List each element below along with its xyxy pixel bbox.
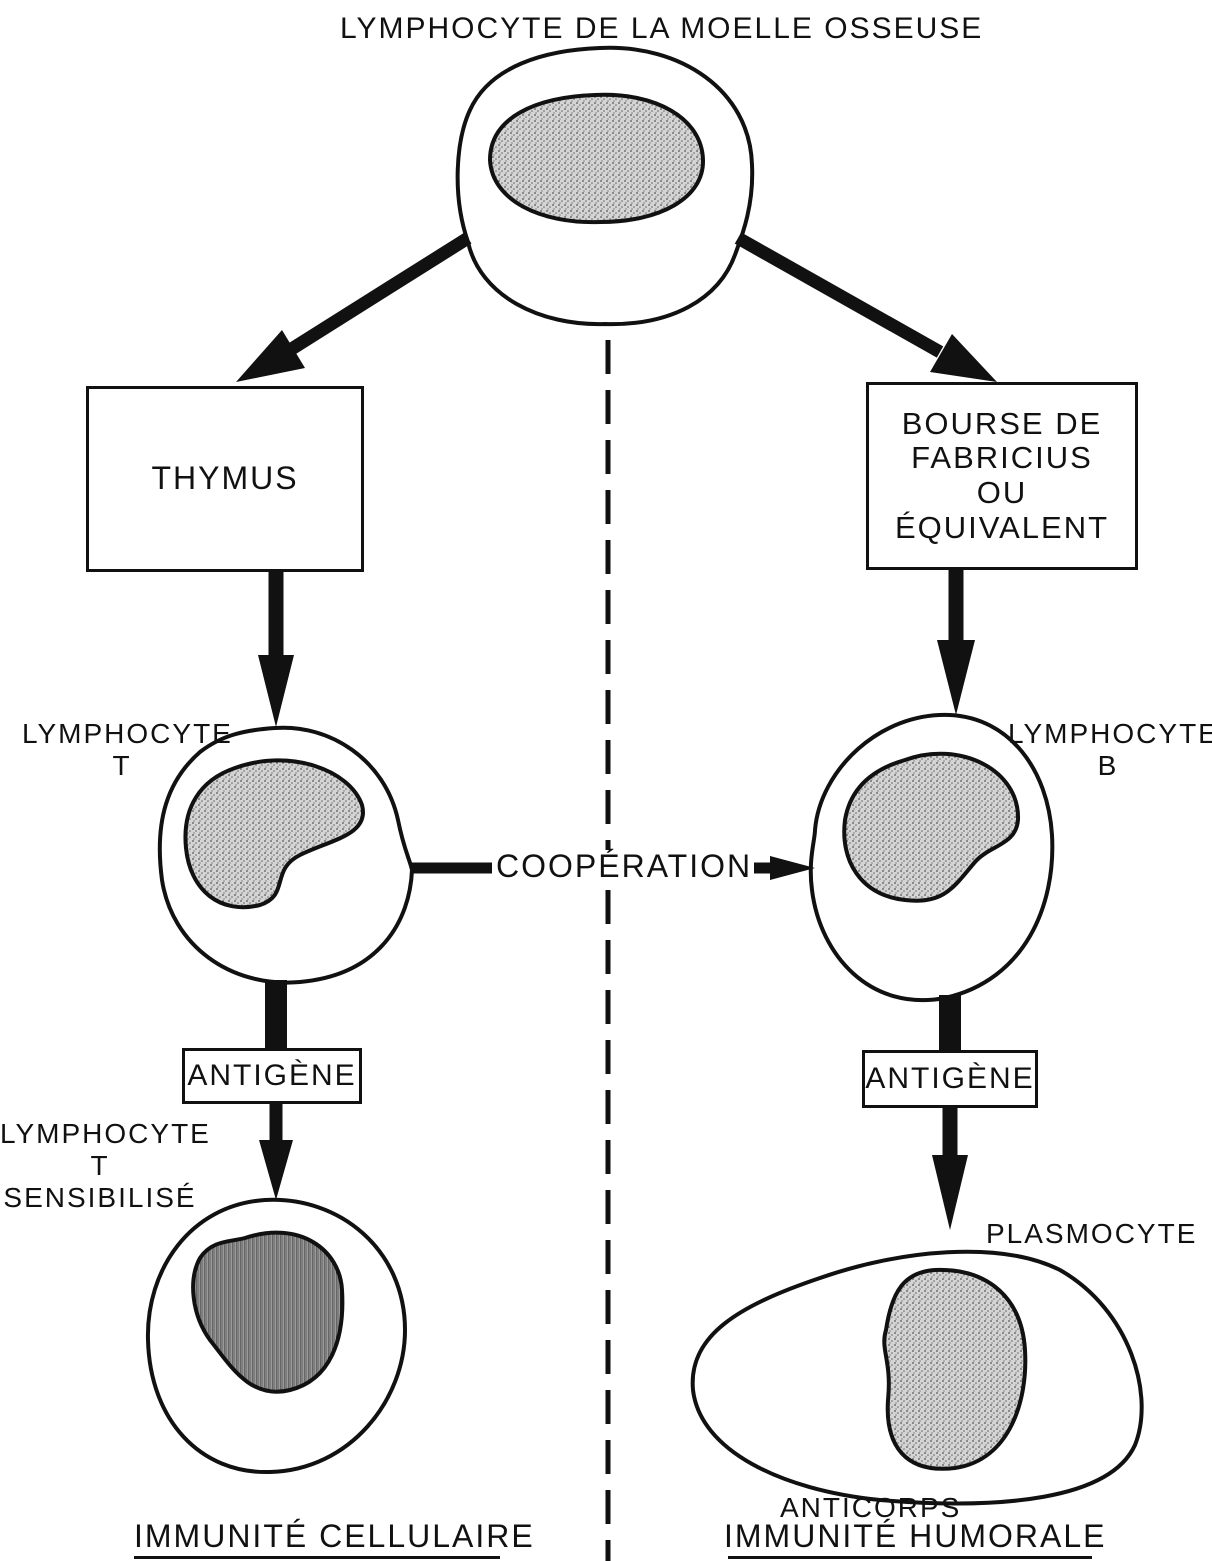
- thymus-box: THYMUS: [86, 386, 364, 572]
- t-lymphocyte-label-line-2: T: [22, 750, 222, 782]
- sensitized-t-label-line-2: T: [0, 1150, 200, 1182]
- arrow-antigen-to-sensitized-t: [259, 1100, 293, 1200]
- bone-marrow-lymphocyte: [458, 48, 753, 324]
- bursa-label-line-1: BOURSE DE: [902, 407, 1103, 442]
- sensitized-t-label-line-3: SENSIBILISÉ: [0, 1182, 200, 1214]
- sensitized-t-lymphocyte-label: LYMPHOCYTE T SENSIBILISÉ: [0, 1118, 200, 1215]
- arrow-thymus-to-t-cell: [258, 570, 294, 727]
- plasmocyte-nucleus: [884, 1270, 1025, 1469]
- arrow-marrow-to-bursa: [738, 238, 997, 382]
- plasmocyte: [693, 1252, 1142, 1504]
- bone-marrow-cell-nucleus: [490, 95, 703, 222]
- bursa-label-line-4: ÉQUIVALENT: [895, 511, 1109, 546]
- b-lymphocyte-label: LYMPHOCYTE B: [1008, 718, 1208, 782]
- b-lymphocyte-label-line-1: LYMPHOCYTE: [1008, 718, 1208, 750]
- bursa-label-line-2: FABRICIUS: [911, 441, 1093, 476]
- thymus-label: THYMUS: [151, 461, 298, 497]
- sensitized-t-lymphocyte: [148, 1200, 405, 1472]
- b-lymphocyte-label-line-2: B: [1008, 750, 1208, 782]
- t-lymphocyte-label: LYMPHOCYTE T: [22, 718, 222, 782]
- plasmocyte-label: PLASMOCYTE: [986, 1220, 1197, 1248]
- humoral-immunity-underline: [728, 1556, 1092, 1559]
- cellular-immunity-underline: [134, 1556, 500, 1559]
- sensitized-t-label-line-1: LYMPHOCYTE: [0, 1118, 200, 1150]
- bone-marrow-lymphocyte-label: LYMPHOCYTE DE LA MOELLE OSSEUSE: [340, 14, 983, 44]
- cooperation-label: COOPÉRATION: [494, 850, 754, 882]
- arrow-marrow-to-thymus: [236, 238, 468, 382]
- cellular-immunity-footer: IMMUNITÉ CELLULAIRE: [134, 1520, 535, 1552]
- arrow-bursa-to-b-cell: [937, 570, 975, 715]
- t-lymphocyte-label-line-1: LYMPHOCYTE: [22, 718, 222, 750]
- humoral-immunity-footer: IMMUNITÉ HUMORALE: [724, 1520, 1106, 1552]
- bursa-of-fabricius-box: BOURSE DE FABRICIUS OU ÉQUIVALENT: [866, 382, 1138, 570]
- arrow-antigen-to-plasmocyte: [932, 1104, 968, 1230]
- antigen-label-right: ANTIGÈNE: [865, 1062, 1034, 1096]
- antigen-box-left: ANTIGÈNE: [182, 1048, 362, 1104]
- antigen-label-left: ANTIGÈNE: [187, 1059, 356, 1093]
- bursa-label-line-3: OU: [977, 476, 1028, 511]
- antigen-box-right: ANTIGÈNE: [862, 1050, 1038, 1108]
